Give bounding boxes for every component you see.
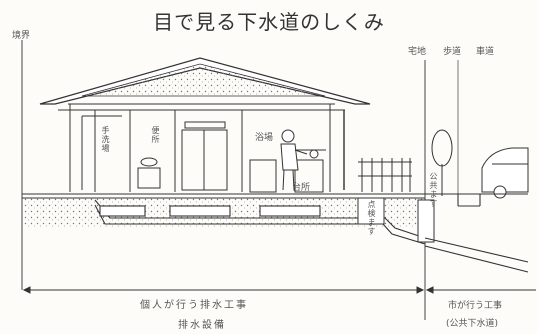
city-scope-arrow	[425, 286, 536, 294]
tree	[431, 129, 453, 196]
page-title: 目で見る下水道のしくみ	[153, 10, 385, 34]
toilet-fixture	[137, 157, 161, 189]
house-walls	[69, 104, 331, 192]
sidewalk-label: 歩道	[443, 47, 462, 57]
wash-basin-label: 手洗場	[101, 126, 110, 153]
city-work-label: 市が行う工事	[448, 301, 503, 311]
toilet-label: 便所	[151, 126, 160, 144]
roadway-label: 車道	[476, 47, 495, 57]
fence	[358, 158, 412, 192]
car	[481, 147, 529, 199]
public-basin-label: 公共ます	[429, 172, 438, 208]
public-basin	[417, 199, 435, 243]
inspection-basin	[357, 197, 385, 225]
house-roof	[39, 57, 371, 111]
bath-label: 浴場	[255, 133, 274, 143]
private-facility-label: 排水設備	[178, 320, 226, 331]
boundary-label: 境界	[12, 31, 31, 41]
person-figure	[280, 129, 308, 191]
private-scope-arrow	[22, 286, 425, 294]
kitchen-label: 台所	[292, 183, 311, 193]
inspection-basin-label: 点検ます	[367, 200, 376, 236]
bath-door	[181, 121, 228, 191]
public-sewer	[424, 194, 529, 273]
drain-pipes	[94, 199, 426, 245]
residential-label: 宅地	[408, 47, 427, 57]
city-facility-label: (公共下水道)	[446, 319, 499, 329]
private-work-label: 個人が行う排水工事	[140, 300, 248, 311]
